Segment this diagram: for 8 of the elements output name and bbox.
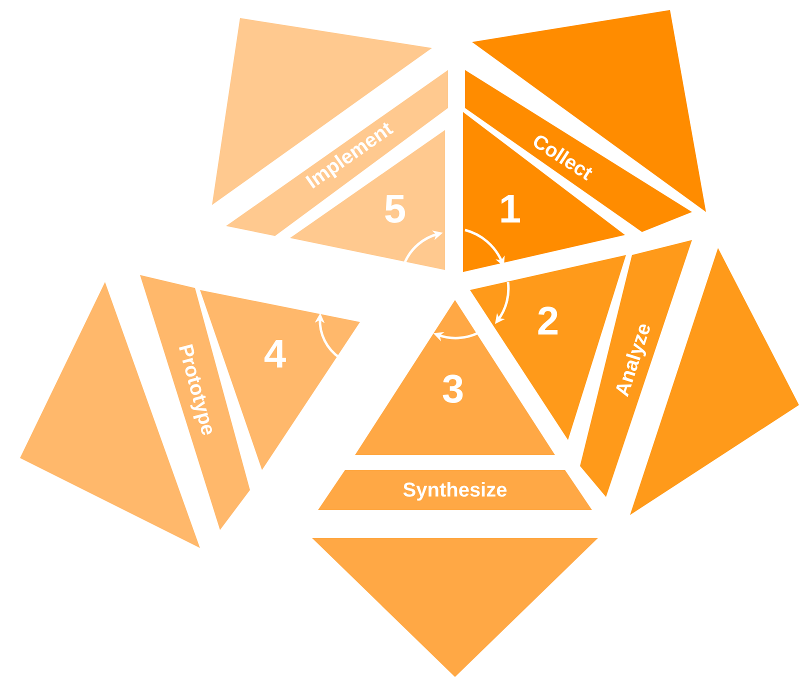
- step-number: 4: [264, 332, 286, 378]
- step-number: 5: [384, 188, 406, 232]
- step-label: Synthesize: [402, 480, 508, 502]
- step-label: Prototype: [172, 342, 220, 438]
- step-number: 2: [536, 300, 560, 344]
- step-number: 1: [498, 188, 522, 232]
- step-label: Analyze: [611, 320, 657, 400]
- step-number: 3: [442, 368, 464, 412]
